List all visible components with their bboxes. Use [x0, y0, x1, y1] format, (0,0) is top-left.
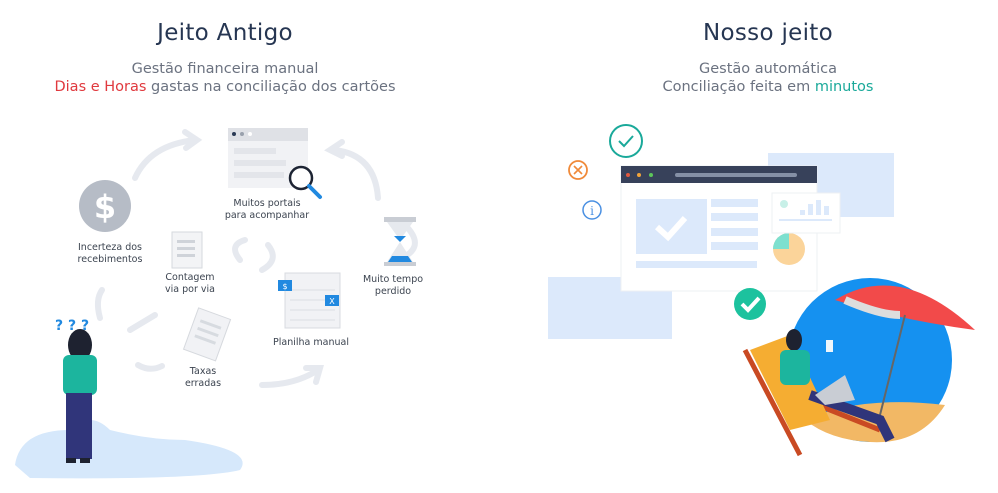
confused-woman-figure: ? ? ? [55, 318, 97, 463]
x-circle-icon [568, 160, 588, 180]
dashboard-window-icon [620, 165, 818, 292]
portals-window-icon [228, 128, 322, 199]
new-way-illustration: i [548, 124, 975, 457]
old-way-subtitle-2: Dias e Horas gastas na conciliação dos c… [0, 78, 450, 96]
old-way-subtitle-rest: gastas na conciliação dos cartões [146, 79, 396, 95]
item-label: Planilha manual [273, 337, 349, 348]
wrong-fees-paper-icon [182, 307, 232, 362]
receipt-icon [171, 231, 203, 269]
item-label: perdido [374, 286, 412, 297]
item-manual-spreadsheet: Planilha manual [266, 337, 356, 349]
svg-text:X: X [329, 297, 335, 306]
svg-text:i: i [590, 204, 594, 218]
old-way-subtitle-1: Gestão financeira manual [131, 61, 319, 77]
old-way-title: Jeito Antigo [157, 20, 293, 46]
item-label: para acompanhar [224, 210, 310, 221]
old-way-illustration: $ $ X ? ? ? [15, 128, 418, 479]
item-label: Incerteza dos [78, 242, 142, 253]
check-icon [654, 215, 688, 242]
old-way-header: Jeito Antigo Gestão financeira manual Di… [0, 20, 450, 96]
item-label: recebimentos [77, 254, 143, 265]
new-way-subtitle-2: Conciliação feita em minutos [543, 78, 993, 96]
check-circle-icon [609, 124, 643, 158]
umbrella-icon [835, 285, 975, 330]
puddle-shape [15, 420, 243, 479]
check-bubble-icon [734, 288, 766, 320]
new-way-subtitle-rest: Conciliação feita em [662, 79, 815, 95]
item-label: Taxas [189, 366, 217, 377]
new-way-header: Nosso jeito Gestão automática Conciliaçã… [543, 20, 993, 96]
new-way-title: Nosso jeito [703, 20, 833, 46]
old-way-highlight: Dias e Horas [54, 79, 147, 95]
item-label: erradas [184, 378, 222, 389]
item-label: Muito tempo [362, 274, 424, 285]
svg-text:$: $ [94, 188, 116, 226]
relaxing-woman-figure [742, 329, 895, 457]
new-way-subtitle-1: Gestão automática [699, 61, 837, 77]
bar-chart-card-icon [771, 192, 841, 234]
item-label: via por via [165, 284, 215, 295]
item-label: Muitos portais [233, 198, 301, 209]
item-label: Contagem [165, 272, 215, 283]
magnifier-icon [288, 165, 314, 191]
svg-text:$: $ [282, 282, 287, 291]
info-icon [582, 200, 602, 220]
spreadsheet-icon: $ X [278, 272, 341, 329]
hourglass-icon [384, 217, 416, 266]
dollar-bubble-icon: $ [79, 180, 131, 232]
new-way-highlight: minutos [814, 79, 874, 95]
